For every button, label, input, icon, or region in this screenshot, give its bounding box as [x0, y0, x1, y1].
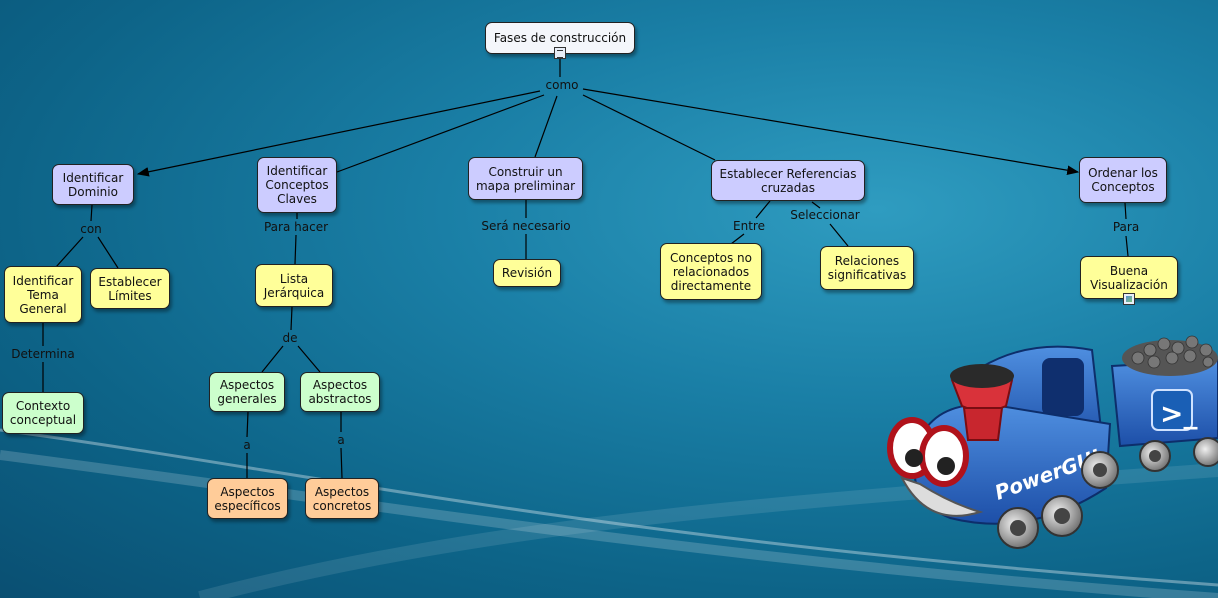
- link-label-para-hacer: Para hacer: [263, 220, 329, 234]
- locomotive: PowerGUI: [887, 345, 1119, 549]
- powershell-prompt-icon: >_: [1160, 397, 1197, 430]
- link-label-a-concretos: a: [337, 433, 345, 447]
- link-label-entre: Entre: [733, 219, 765, 233]
- link-label-seleccionar: Seleccionar: [790, 208, 860, 222]
- document-resource-icon[interactable]: [554, 47, 566, 59]
- node-construir-mapa-preliminar[interactable]: Construir un mapa preliminar: [468, 157, 583, 200]
- node-buena-visualizacion[interactable]: Buena Visualización: [1080, 256, 1178, 299]
- node-identificar-tema-general[interactable]: Identificar Tema General: [4, 266, 82, 323]
- node-conceptos-no-relacionados[interactable]: Conceptos no relacionados directamente: [660, 243, 762, 300]
- link-label-como: como: [545, 78, 579, 92]
- node-aspectos-concretos[interactable]: Aspectos concretos: [305, 478, 379, 519]
- link-label-para: Para: [1112, 220, 1140, 234]
- node-aspectos-abstractos[interactable]: Aspectos abstractos: [300, 372, 380, 412]
- node-identificar-conceptos-claves[interactable]: Identificar Conceptos Claves: [257, 157, 337, 213]
- link-label-determina: Determina: [11, 347, 75, 361]
- node-identificar-dominio[interactable]: Identificar Dominio: [52, 164, 134, 205]
- node-aspectos-especificos[interactable]: Aspectos específicos: [207, 478, 288, 519]
- coal-wagon: >_: [1110, 335, 1218, 472]
- node-establecer-limites[interactable]: Establecer Límites: [90, 268, 170, 309]
- node-aspectos-generales[interactable]: Aspectos generales: [209, 372, 285, 412]
- link-label-a-especificos: a: [243, 438, 251, 452]
- link-label-con: con: [80, 222, 102, 236]
- node-relaciones-significativas[interactable]: Relaciones significativas: [820, 246, 914, 290]
- node-lista-jerarquica[interactable]: Lista Jerárquica: [255, 264, 333, 307]
- node-ordenar-los-conceptos[interactable]: Ordenar los Conceptos: [1079, 157, 1167, 203]
- node-establecer-referencias-cruzadas[interactable]: Establecer Referencias cruzadas: [711, 160, 865, 201]
- link-label-sera-necesario: Será necesario: [481, 219, 571, 233]
- powergui-train-mascot: >_ PowerGUI: [887, 335, 1218, 549]
- image-resource-icon[interactable]: [1123, 293, 1135, 305]
- link-label-de: de: [282, 331, 298, 345]
- node-contexto-conceptual[interactable]: Contexto conceptual: [2, 392, 84, 434]
- node-revision[interactable]: Revisión: [493, 259, 561, 287]
